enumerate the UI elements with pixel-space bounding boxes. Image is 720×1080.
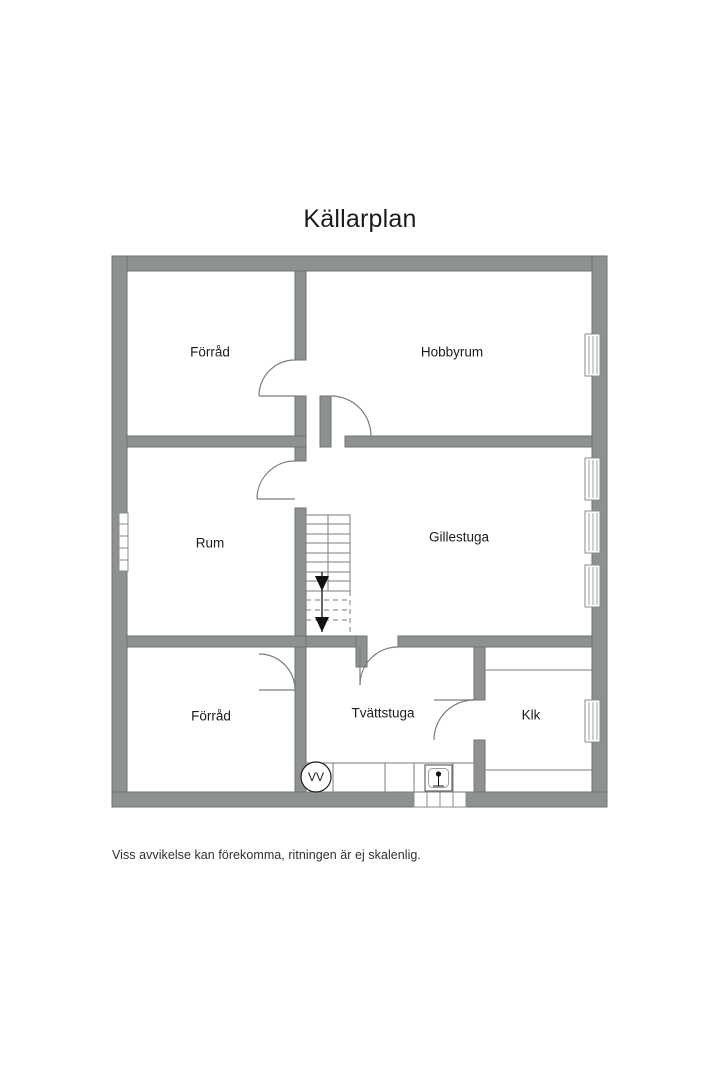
wall-exterior-bottom [111, 791, 608, 808]
outer-walls [111, 255, 608, 808]
stairs-arrow-1 [315, 576, 329, 591]
wall-interior-rum-hall-top [294, 446, 307, 462]
room-label-gillestuga: Gillestuga [429, 530, 490, 545]
wall-interior-horizontal-1-right [344, 435, 593, 448]
door-hobbyrum [330, 395, 372, 437]
tvattstuga-fixtures: VV [300, 761, 475, 793]
interior-walls [126, 270, 593, 793]
wall-interior-horizontal-2-left [126, 635, 307, 648]
window-left-1 [118, 512, 129, 572]
door-gillestuga [359, 646, 399, 686]
window-right-1 [584, 333, 601, 377]
stairs-arrow-2 [315, 617, 329, 632]
window-bottom-1 [413, 791, 467, 808]
room-label-forrad-bottom: Förråd [191, 709, 231, 724]
window-right-2 [584, 457, 601, 501]
klk-shelves [485, 669, 592, 771]
wall-interior-tvattstuga-klk-lower [473, 739, 486, 793]
wall-interior-tvattstuga-klk-upper [473, 646, 486, 701]
room-label-forrad-top: Förråd [190, 345, 230, 360]
wall-interior-horizontal-2-right [397, 635, 593, 648]
wall-interior-forrad-hobbyrum [294, 270, 307, 361]
room-label-rum: Rum [196, 536, 225, 551]
wall-interior-hall-stub-lower [355, 635, 368, 668]
room-label-tvattstuga: Tvättstuga [351, 706, 415, 721]
sink-fixture [424, 764, 453, 792]
vv-label: VV [308, 770, 324, 784]
wall-interior-rum-hall [294, 507, 307, 644]
window-right-4 [584, 564, 601, 608]
window-right-3 [584, 510, 601, 554]
window-group-right [584, 333, 601, 743]
room-labels: Förråd Hobbyrum Rum Gillestuga Förråd Tv… [190, 345, 541, 724]
wall-interior-hall-stub-upper [319, 395, 332, 448]
page-title: Källarplan [303, 205, 417, 233]
wall-interior-horizontal-1-left [126, 435, 307, 448]
wall-interior-forrad-tvattstuga [294, 646, 307, 793]
wall-exterior-top [111, 255, 608, 272]
window-right-5 [584, 699, 601, 743]
door-forrad-bottom [258, 653, 296, 691]
room-label-klk: Klk [522, 708, 541, 723]
wall-interior-horizontal-2-centre [305, 635, 357, 648]
plan-disclaimer-caption: Viss avvikelse kan förekomma, ritningen … [112, 848, 421, 862]
door-group [256, 359, 475, 741]
stairs-down [305, 514, 351, 636]
room-label-hobbyrum: Hobbyrum [421, 345, 483, 360]
door-forrad-top [258, 359, 296, 397]
door-klk [433, 699, 475, 741]
water-heater-vv: VV [300, 761, 332, 793]
door-rum [256, 460, 296, 500]
